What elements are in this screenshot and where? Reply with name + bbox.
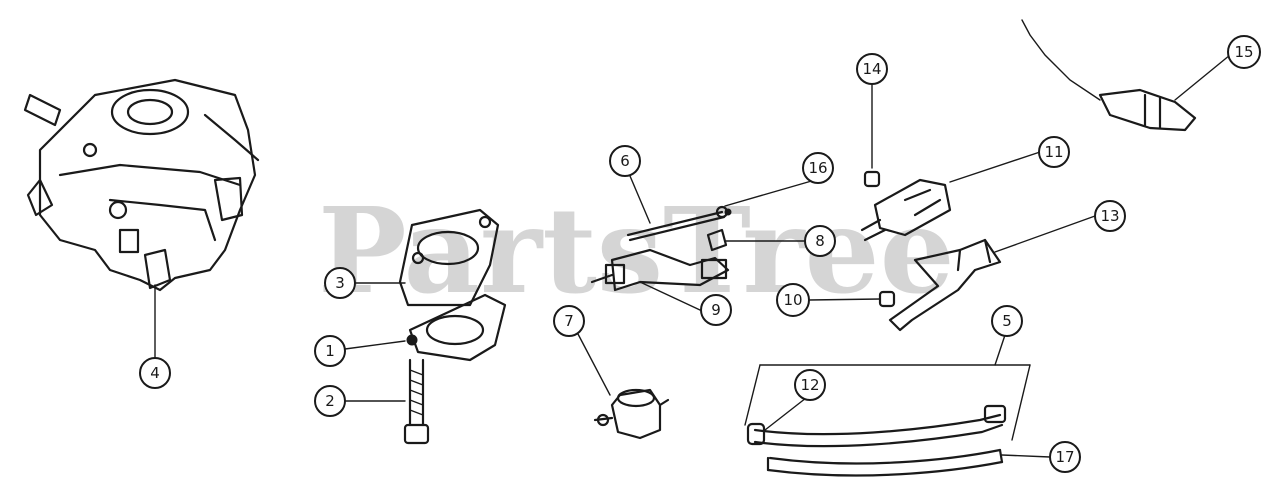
callout-8: 8 [804, 225, 836, 257]
callout-1: 1 [314, 335, 346, 367]
callout-15-label: 15 [1234, 43, 1253, 61]
callout-14-label: 14 [862, 60, 881, 78]
spacer-block [398, 208, 500, 307]
callout-1-label: 1 [325, 342, 335, 360]
callout-9: 9 [700, 294, 732, 326]
callout-11: 11 [1038, 136, 1070, 168]
callout-10: 10 [776, 283, 810, 317]
callout-4-label: 4 [150, 364, 160, 382]
gasket [406, 293, 507, 362]
fuel-line [744, 364, 1031, 477]
callout-3-label: 3 [335, 274, 345, 292]
throttle-linkage [590, 205, 732, 292]
callout-4: 4 [139, 357, 171, 389]
callout-16: 16 [802, 152, 834, 184]
callout-2-label: 2 [325, 392, 335, 410]
watermark-text: PartsTree [318, 181, 955, 320]
callout-13: 13 [1094, 200, 1126, 232]
callout-5: 5 [991, 305, 1023, 337]
callout-12: 12 [794, 369, 826, 401]
callout-17-label: 17 [1055, 448, 1074, 466]
carburetor-body [23, 78, 260, 292]
screw [403, 358, 430, 445]
callout-6: 6 [609, 145, 641, 177]
callout-16-label: 16 [808, 159, 827, 177]
fuel-solenoid [593, 388, 670, 440]
callout-3: 3 [324, 267, 356, 299]
callout-5-label: 5 [1002, 312, 1012, 330]
callout-6-label: 6 [620, 152, 630, 170]
callout-14: 14 [856, 53, 888, 85]
callout-7: 7 [553, 305, 585, 337]
callout-7-label: 7 [564, 312, 574, 330]
callout-17: 17 [1049, 441, 1081, 473]
callout-12-label: 12 [800, 376, 819, 394]
callout-10-label: 10 [783, 291, 802, 309]
spark-plug [1021, 19, 1197, 132]
callout-2: 2 [314, 385, 346, 417]
leader-lines [154, 54, 1231, 458]
callout-11-label: 11 [1044, 143, 1063, 161]
throttle-bracket [860, 170, 952, 242]
callout-13-label: 13 [1100, 207, 1119, 225]
callout-15: 15 [1227, 35, 1261, 69]
callout-8-label: 8 [815, 232, 825, 250]
callout-9-label: 9 [711, 301, 721, 319]
